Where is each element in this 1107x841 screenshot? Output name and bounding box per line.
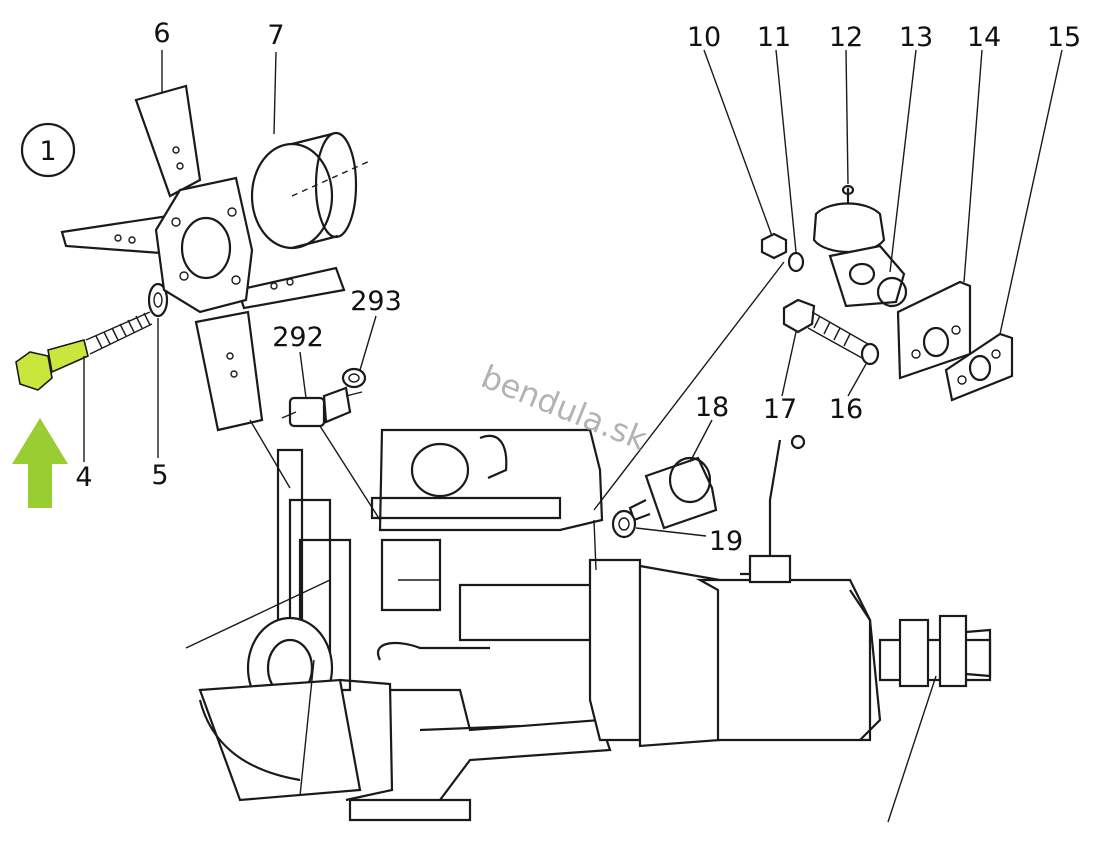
engine-assembly [198, 428, 612, 822]
group-marker-label: 1 [39, 136, 56, 167]
washer-part[interactable] [147, 282, 169, 318]
label-17: 17 [763, 394, 797, 425]
thermostat-housing-part[interactable] [828, 244, 908, 308]
part-labels: 4 5 6 7 10 11 12 13 14 15 16 17 18 19 29… [75, 18, 1081, 557]
label-12: 12 [829, 22, 863, 53]
thermostat-part[interactable] [812, 184, 886, 254]
bolt-part[interactable] [15, 311, 153, 391]
label-293: 293 [350, 286, 402, 317]
label-18: 18 [695, 392, 729, 423]
label-16: 16 [829, 394, 863, 425]
sensor-part[interactable] [628, 456, 718, 530]
group-marker: 1 [20, 122, 76, 178]
label-6: 6 [153, 18, 170, 49]
fan-part[interactable] [60, 84, 346, 432]
gearbox-assembly [588, 434, 992, 748]
label-7: 7 [267, 20, 284, 51]
highlight-arrow-icon [12, 418, 68, 508]
small-washer-part[interactable] [787, 251, 805, 273]
label-19: 19 [709, 526, 743, 557]
bracket-part[interactable] [896, 280, 972, 380]
label-5: 5 [151, 460, 168, 491]
nut-part[interactable] [760, 232, 788, 260]
gasket-part[interactable] [944, 332, 1014, 402]
label-10: 10 [687, 22, 721, 53]
label-13: 13 [899, 22, 933, 53]
sensor-washer-part[interactable] [611, 509, 637, 539]
label-15: 15 [1047, 22, 1081, 53]
label-4: 4 [75, 462, 92, 493]
label-14: 14 [967, 22, 1001, 53]
housing-bolt-part[interactable] [782, 298, 880, 366]
fan-ring-part[interactable] [250, 131, 373, 250]
seal-ring-part[interactable] [341, 367, 367, 389]
label-11: 11 [757, 22, 791, 53]
leader-lines [83, 49, 1063, 823]
fitting-part[interactable] [281, 386, 363, 428]
label-292: 292 [272, 322, 324, 353]
